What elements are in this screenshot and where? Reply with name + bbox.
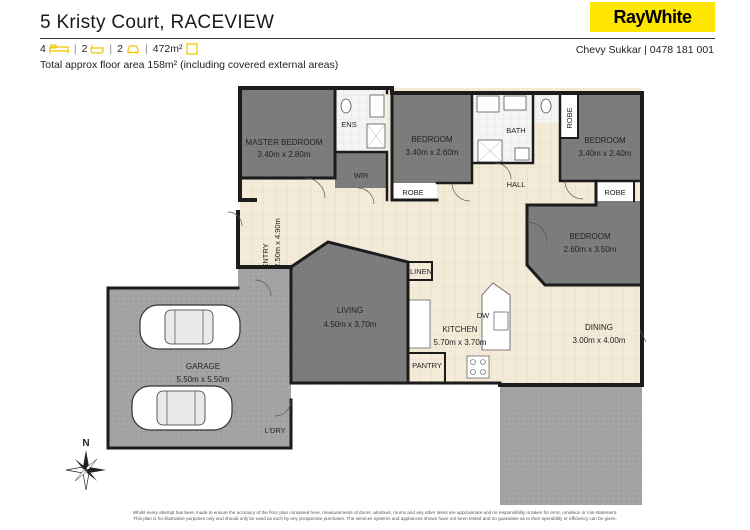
label-ens: ENS xyxy=(341,120,356,129)
dims-bedroom-2: 3.40m x 2.60m xyxy=(406,148,459,157)
disclaimer: Whilst every attempt has been made to en… xyxy=(110,510,640,522)
floor-area-note: Total approx floor area 158m² (including… xyxy=(40,59,339,71)
compass-north-label: N xyxy=(82,438,89,449)
bedroom-4 xyxy=(527,201,640,285)
door-swings xyxy=(227,162,647,417)
disclaimer-line-1: Whilst every attempt has been made to en… xyxy=(132,510,618,515)
covered-outdoor-area xyxy=(500,385,642,505)
disclaimer-line-2: This plan is for illustrative purposes o… xyxy=(133,516,617,521)
dims-garage: 5.50m x 5.50m xyxy=(177,375,230,384)
compass-icon xyxy=(65,450,106,491)
dims-master-bedroom: 3.40m x 2.80m xyxy=(258,150,311,159)
walls xyxy=(106,86,644,450)
label-robe-1: ROBE xyxy=(402,188,423,197)
property-title: 5 Kristy Court, RACEVIEW xyxy=(40,12,275,33)
robe-3 xyxy=(596,181,634,201)
dims-kitchen: 5.70m x 3.70m xyxy=(434,338,487,347)
robe-1 xyxy=(392,183,437,200)
toilet xyxy=(533,93,560,123)
label-bedroom-3: BEDROOM xyxy=(584,136,626,145)
wir xyxy=(335,152,387,188)
label-hall: HALL xyxy=(507,180,526,189)
raywhite-logo: RayWhite xyxy=(590,2,715,32)
label-linen: LINEN xyxy=(410,267,432,276)
land-icon xyxy=(185,43,198,55)
car-icon xyxy=(127,45,139,54)
label-pantry: PANTRY xyxy=(412,361,442,370)
label-wir: WIR xyxy=(354,171,369,180)
label-garage: GARAGE xyxy=(186,362,220,371)
label-bath: BATH xyxy=(506,126,525,135)
bathroom-count: 2 xyxy=(81,43,88,55)
ensuite xyxy=(335,88,387,152)
label-entry: ENTRY xyxy=(261,243,270,268)
agent-contact: Chevy Sukkar | 0478 181 001 xyxy=(575,44,714,56)
bedroom-count: 4 xyxy=(40,43,46,55)
label-master-bedroom: MASTER BEDROOM xyxy=(246,138,323,147)
label-robe-3: ROBE xyxy=(604,188,625,197)
bath-icon xyxy=(90,45,105,54)
dims-bedroom-4: 2.60m x 3.50m xyxy=(564,245,617,254)
dims-entry: 2.50m x 4.90m xyxy=(273,218,282,268)
car-top xyxy=(139,304,241,350)
label-robe-2: ROBE xyxy=(565,107,574,128)
bathroom xyxy=(473,93,533,163)
label-dw: DW xyxy=(477,311,490,320)
living-room xyxy=(291,242,408,383)
land-size: 472m² xyxy=(152,43,183,55)
kitchen-fittings xyxy=(407,282,511,379)
master-bedroom xyxy=(240,88,335,178)
property-specs: 4 | 2 | 2 | 472m² xyxy=(40,43,198,55)
dims-dining: 3.00m x 4.00m xyxy=(573,336,626,345)
bedroom-2 xyxy=(392,93,472,183)
label-bedroom-4: BEDROOM xyxy=(569,232,611,241)
label-living: LIVING xyxy=(337,306,363,315)
dims-living: 4.50m x 3.70m xyxy=(324,320,377,329)
header-divider xyxy=(40,38,715,39)
car-bottom xyxy=(131,385,233,431)
bed-icon xyxy=(49,44,69,54)
car-count: 2 xyxy=(117,43,123,55)
label-ldry: L'DRY xyxy=(264,426,285,435)
dims-bedroom-3: 3.40m x 2.40m xyxy=(579,149,632,158)
label-dining: DINING xyxy=(585,323,613,332)
label-bedroom-2: BEDROOM xyxy=(411,135,453,144)
label-kitchen: KITCHEN xyxy=(442,325,477,334)
